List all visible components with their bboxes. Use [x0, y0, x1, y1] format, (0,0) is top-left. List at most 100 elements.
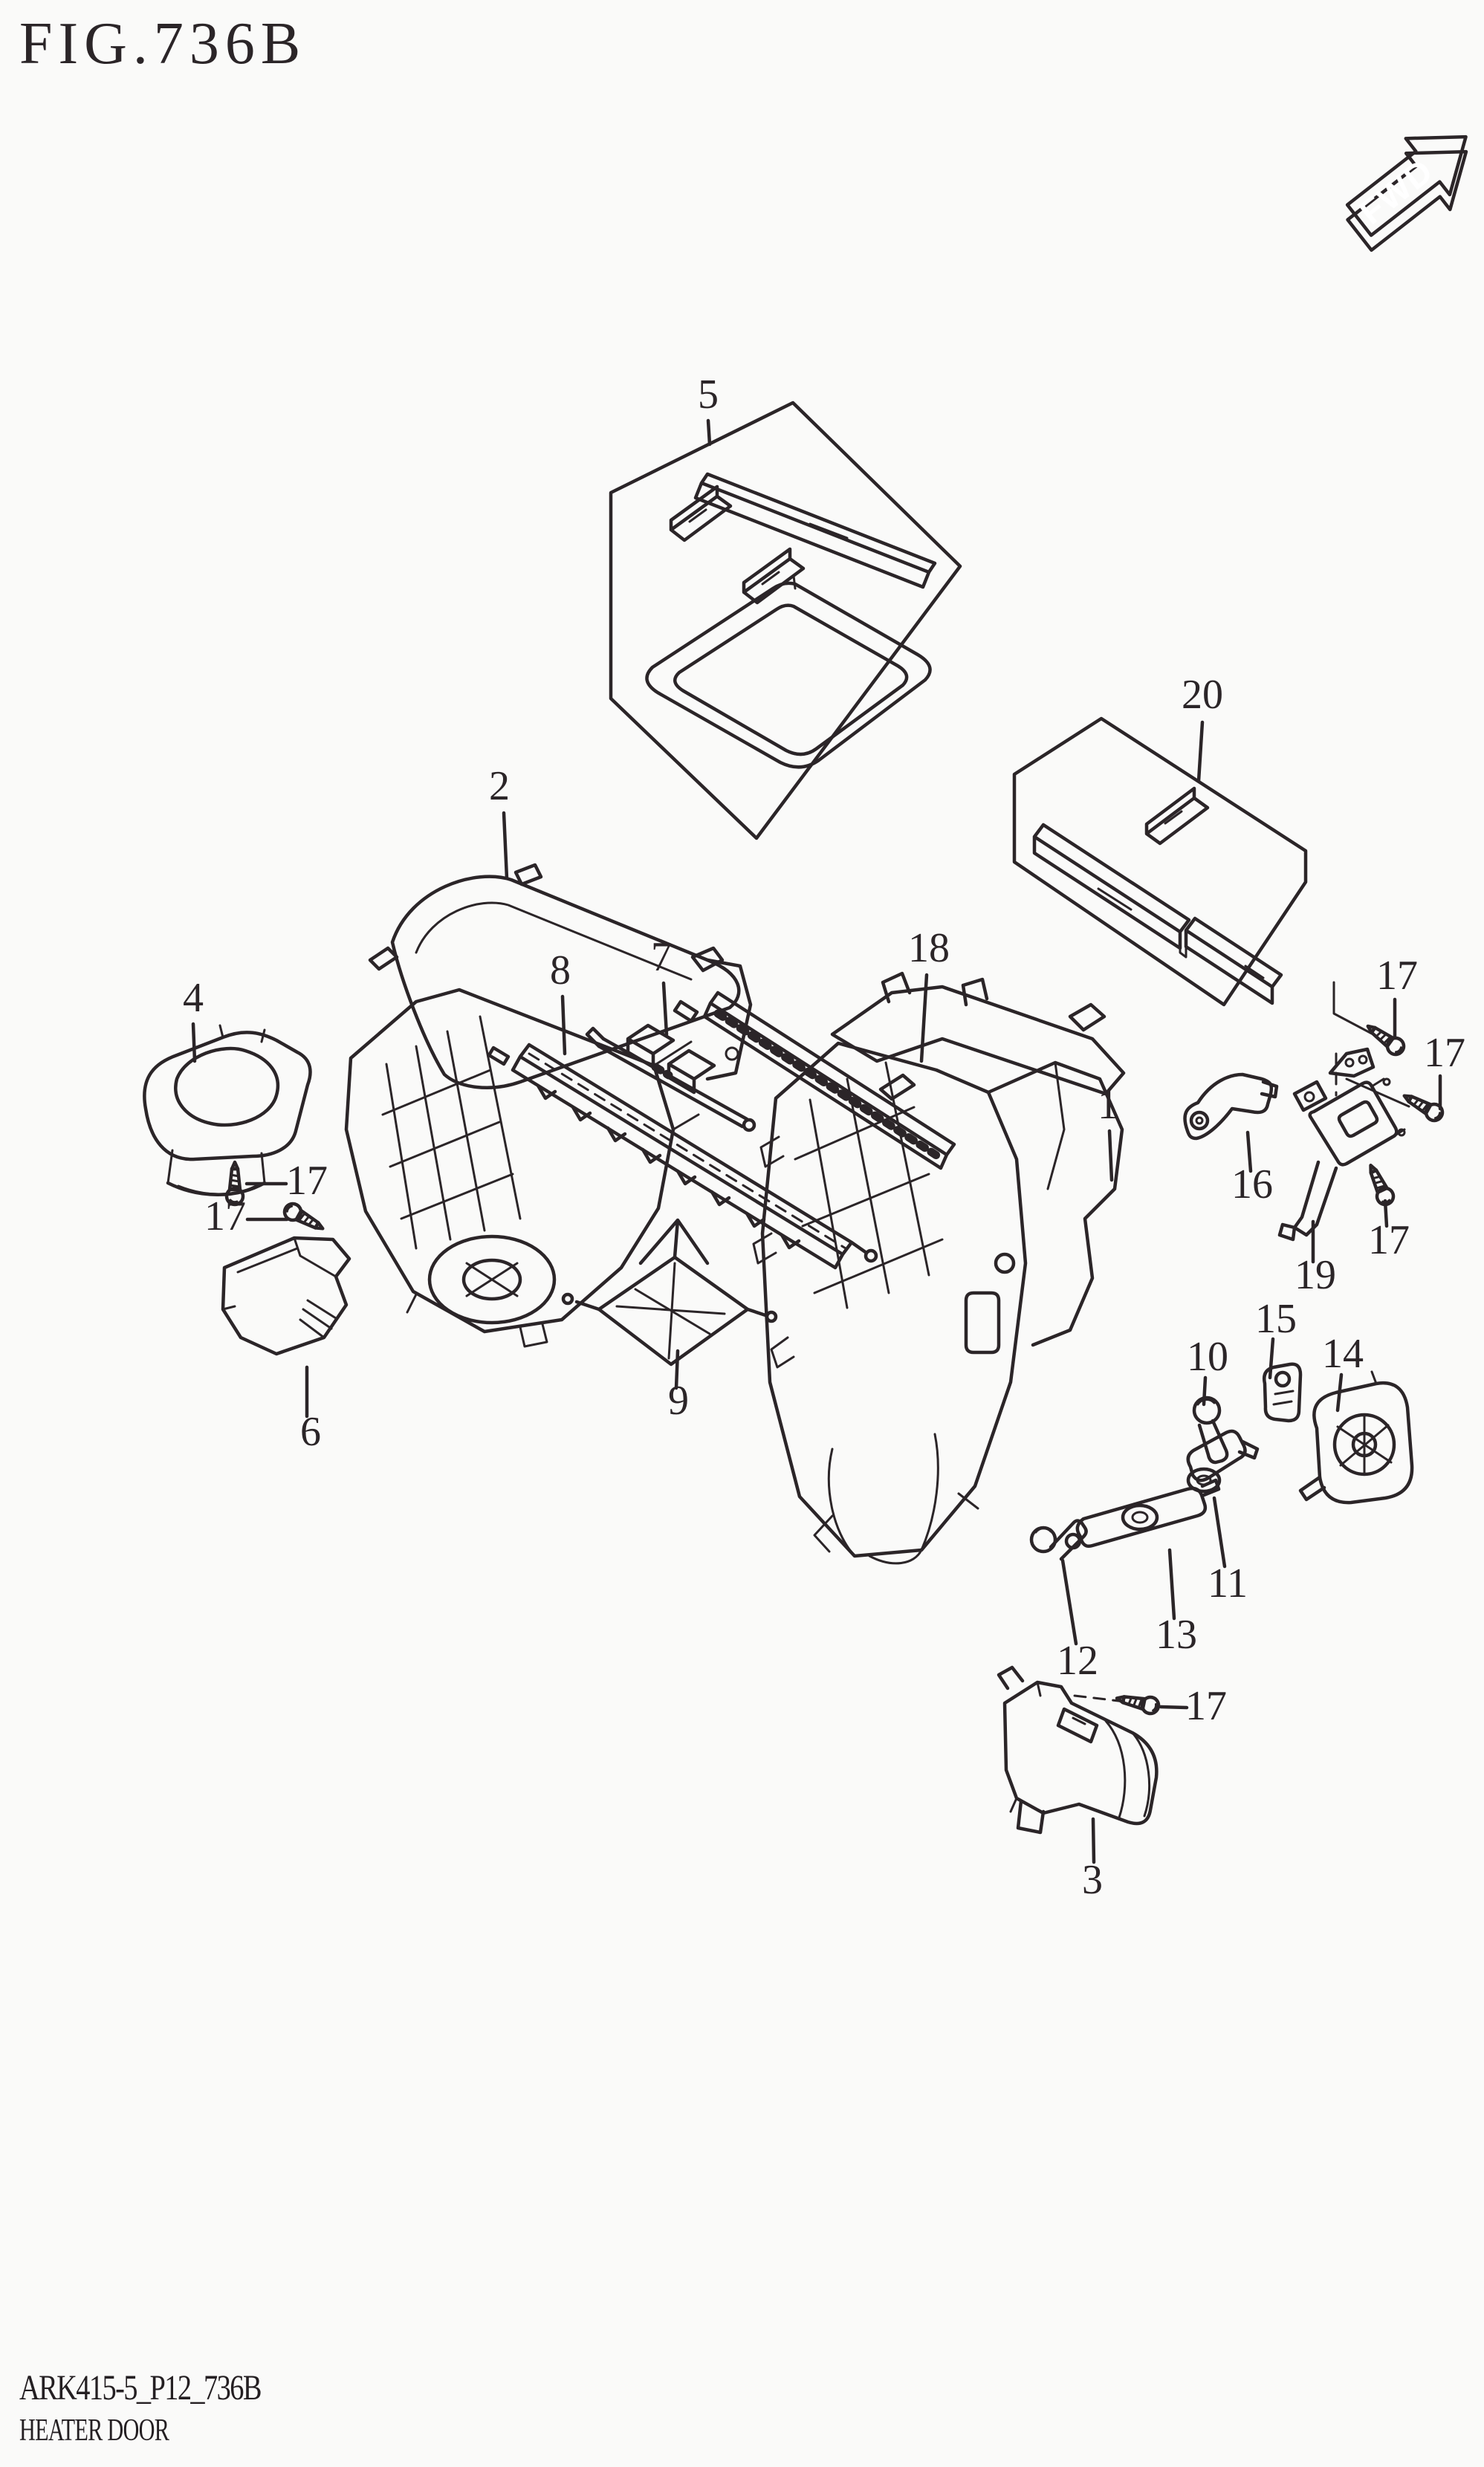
rail-outline	[702, 991, 956, 1170]
screw-17	[1364, 1162, 1396, 1207]
side-bracket	[986, 1060, 1124, 1347]
callout-17: 17	[1376, 953, 1418, 999]
callout-3: 3	[1082, 1857, 1103, 1903]
bracket-hole	[1358, 1054, 1368, 1065]
seal-bar-line	[1244, 965, 1265, 979]
assembly-line	[1345, 1077, 1410, 1108]
cam-outline	[1312, 1381, 1414, 1505]
actuator-arm	[1292, 1160, 1338, 1237]
callout-12: 12	[1057, 1638, 1098, 1684]
duct-collar-line	[177, 1183, 260, 1196]
lever-boss	[1186, 1467, 1222, 1494]
rail-stub	[673, 999, 699, 1023]
gasket-inner	[673, 603, 909, 756]
part-4-defroster-duct	[143, 1024, 312, 1196]
part-13-long-link	[1064, 1478, 1221, 1550]
part-19-actuator-bracket	[1277, 981, 1410, 1242]
callout-19: 19	[1295, 1252, 1336, 1298]
case-ribs	[794, 1106, 944, 1294]
kit-box-outline	[609, 401, 962, 840]
footer: ARK415-5_P12_736B HEATER DOOR	[19, 2367, 321, 2448]
lever-outline	[1186, 1429, 1247, 1482]
leader-line-1	[1107, 1129, 1114, 1182]
callout-10: 10	[1187, 1334, 1228, 1380]
side-clip	[1292, 1080, 1328, 1112]
rail-centerline	[528, 1052, 847, 1250]
plate-tab	[368, 946, 399, 971]
case-grille	[809, 1061, 930, 1309]
top-plate-rim	[415, 901, 693, 981]
duct-outline	[221, 1236, 351, 1356]
part-1-heater-case-right	[752, 971, 1126, 1565]
seal-strip-long	[693, 472, 937, 589]
rail-teeth	[536, 1083, 801, 1250]
link-hole	[1274, 1370, 1292, 1388]
door-tab-line	[1072, 1716, 1086, 1725]
callout-17: 17	[204, 1193, 246, 1239]
leader-line-17	[1383, 1199, 1389, 1228]
callout-17: 17	[1185, 1683, 1227, 1729]
door-clip	[997, 1665, 1025, 1690]
leader-line-5	[706, 418, 712, 447]
gasket-notch	[792, 574, 797, 590]
rail-stub	[487, 1046, 511, 1066]
door-lines	[1009, 1681, 1042, 1813]
duct-tabs	[218, 1024, 266, 1043]
seal-strip-line	[688, 508, 707, 523]
leader-line-9	[674, 1349, 680, 1390]
fwd-label: FWD	[1352, 151, 1440, 232]
duct-notch	[221, 1305, 236, 1311]
seal-strip-line	[1164, 810, 1183, 825]
leader-line-17	[1159, 1705, 1189, 1710]
clip-hole	[1303, 1091, 1315, 1103]
part-9-door-flap	[561, 1218, 778, 1367]
lever-stub	[1237, 1439, 1260, 1460]
callout-13: 13	[1156, 1612, 1197, 1658]
case-feet	[813, 1492, 979, 1553]
shaft-block	[667, 1048, 716, 1095]
lever-hole	[1189, 1110, 1210, 1131]
part-12-pin	[1029, 1519, 1088, 1561]
leader-line-16	[1245, 1130, 1253, 1173]
duct-outline	[143, 1031, 312, 1161]
screw-17	[1115, 1690, 1160, 1715]
pin-head-arc	[1196, 1398, 1216, 1406]
assembly-line	[1332, 981, 1373, 1035]
boss-cross	[465, 1262, 519, 1297]
rail-tab	[878, 1073, 916, 1101]
seal-strip-line	[761, 571, 780, 586]
duct-hatch	[299, 1299, 337, 1339]
cam-spokes	[1336, 1413, 1393, 1476]
flap-braces	[615, 1262, 726, 1360]
cam-stub	[1298, 1475, 1326, 1502]
actuator-slot	[1337, 1100, 1379, 1138]
flap-pin-end	[561, 1292, 574, 1306]
gasket-outer	[645, 581, 932, 769]
seal-strip	[742, 547, 806, 605]
callout-8: 8	[550, 947, 571, 993]
part-20-seal-kit-box	[1012, 716, 1308, 1007]
edge-tabs	[752, 1135, 795, 1369]
callout-15: 15	[1255, 1296, 1297, 1342]
duct-line	[236, 1236, 337, 1278]
link-boss-hole	[1131, 1511, 1149, 1524]
top-plate-outline	[390, 875, 741, 1089]
tab-hole	[1382, 1077, 1391, 1086]
callout-20: 20	[1182, 672, 1223, 718]
case-body-outline	[760, 1041, 1028, 1558]
plate-tab	[513, 863, 543, 886]
pin-head	[1192, 1395, 1222, 1425]
leader-line-4	[191, 1022, 197, 1063]
callout-5: 5	[698, 372, 719, 418]
duct-ring	[174, 1046, 280, 1127]
shaft-hatch	[651, 1063, 673, 1080]
leader-line-11	[1212, 1496, 1227, 1569]
fwd-arrow-face	[1345, 134, 1468, 237]
link-outline	[1075, 1486, 1208, 1548]
lever-outline	[1183, 1072, 1274, 1141]
leader-line-20	[1196, 720, 1205, 783]
figure-code: ARK415-5_P12_736B	[19, 2368, 262, 2408]
